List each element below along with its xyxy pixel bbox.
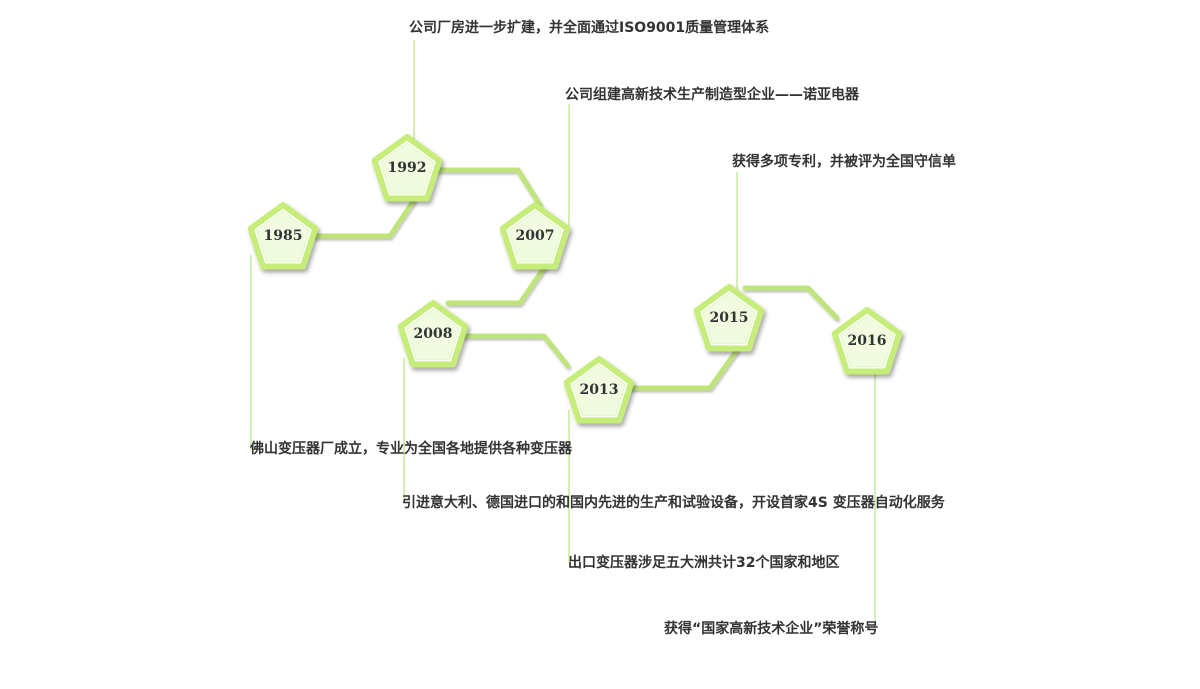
year-node-2007 bbox=[499, 202, 571, 270]
connector-paths bbox=[311, 167, 840, 391]
connector-1992-2007 bbox=[434, 167, 543, 208]
milestone-text-1985: 佛山变压器厂成立，专业为全国各地提供各种变压器 bbox=[250, 441, 572, 457]
year-node-2015 bbox=[693, 284, 765, 352]
node-pentagon-inner-2016 bbox=[839, 315, 895, 368]
year-label-2007: 2007 bbox=[515, 228, 555, 244]
year-node-1992 bbox=[371, 134, 443, 202]
milestone-text-2007: 公司组建高新技术生产制造型企业——诺亚电器 bbox=[565, 87, 859, 103]
year-hexagons bbox=[247, 134, 903, 424]
node-pentagon-inner-1992 bbox=[379, 142, 435, 195]
milestone-text-2016: 获得“国家高新技术企业”荣誉称号 bbox=[664, 621, 879, 637]
milestone-text-2008: 引进意大利、德国进口的和国内先进的生产和试验设备，开设首家4S 变压器自动化服务 bbox=[402, 495, 945, 511]
milestone-text-2015: 获得多项专利，并被评为全国守信单 bbox=[732, 154, 956, 170]
year-label-1985: 1985 bbox=[263, 228, 303, 244]
year-label-2015: 2015 bbox=[709, 310, 749, 326]
connector-1985-1992 bbox=[311, 197, 417, 239]
connector-2008-2013 bbox=[460, 333, 571, 369]
year-label-2008: 2008 bbox=[413, 326, 453, 342]
year-node-2016 bbox=[831, 307, 903, 375]
node-pentagon-inner-2007 bbox=[507, 210, 563, 263]
node-pentagon-inner-2013 bbox=[571, 364, 627, 417]
node-pentagon-inner-1985 bbox=[255, 210, 311, 263]
year-label-2013: 2013 bbox=[579, 382, 619, 398]
year-node-1985 bbox=[247, 202, 319, 270]
milestone-text-1992: 公司厂房进一步扩建，并全面通过ISO9001质量管理体系 bbox=[409, 20, 770, 36]
node-pentagon-inner-2008 bbox=[405, 308, 461, 361]
connector-2013-2015 bbox=[627, 347, 740, 391]
milestone-text-2013: 出口变压器涉足五大洲共计32个国家和地区 bbox=[568, 555, 840, 571]
year-label-1992: 1992 bbox=[387, 160, 427, 176]
node-pentagon-inner-2015 bbox=[701, 292, 757, 345]
year-node-2008 bbox=[397, 300, 469, 368]
year-node-2013 bbox=[563, 356, 635, 424]
connector-2015-2016 bbox=[742, 285, 840, 321]
leader-lines bbox=[250, 40, 876, 628]
year-label-2016: 2016 bbox=[847, 333, 887, 349]
connector-2007-2008 bbox=[445, 259, 551, 306]
